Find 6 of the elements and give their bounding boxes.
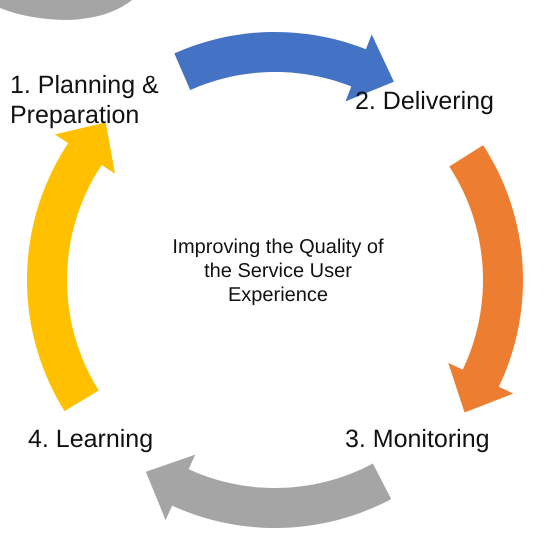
stage-label: 3. Monitoring: [345, 424, 491, 454]
stage-label: 1. Planning & Preparation: [10, 70, 160, 130]
stage-label: 2. Delivering: [355, 86, 495, 116]
center-text: Improving the Quality of the Service User Experience: [171, 235, 385, 307]
stage-label: 4. Learning: [28, 424, 154, 454]
curved-arrow: [146, 454, 393, 528]
